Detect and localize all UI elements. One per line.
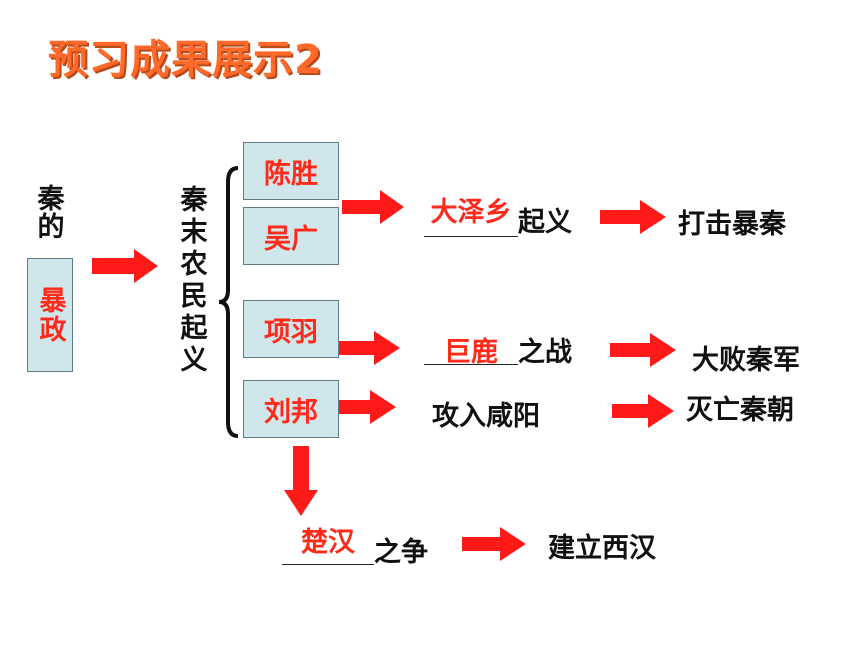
row1-suffix: 起义 bbox=[518, 207, 572, 238]
answer-dazexiang-text: 大泽乡 bbox=[430, 197, 512, 228]
arrow-to-result2 bbox=[610, 333, 676, 367]
row4-result: 建立西汉 bbox=[548, 533, 656, 564]
answer-julu-text: 巨鹿 bbox=[444, 337, 498, 368]
arrow-tyranny-to-uprising bbox=[92, 249, 158, 283]
leader-liu-bang: 刘邦 bbox=[243, 380, 339, 438]
row2-suffix: 之战 bbox=[518, 337, 572, 368]
answer-chuhan: 楚汉 bbox=[282, 522, 374, 565]
row3-result: 灭亡秦朝 bbox=[686, 395, 794, 426]
row1-result: 打击暴秦 bbox=[678, 209, 786, 240]
answer-dazexiang: 大泽乡 bbox=[424, 194, 518, 237]
row3-event: 攻入咸阳 bbox=[432, 401, 540, 432]
arrow-to-julu bbox=[336, 331, 400, 365]
tyranny-box: 暴政 bbox=[27, 258, 73, 372]
uprising-label: 秦末农民起义 bbox=[180, 185, 208, 376]
leader-wu-guang: 吴广 bbox=[243, 207, 339, 265]
arrow-liubang-down bbox=[284, 446, 318, 516]
leader-xiang-yu: 项羽 bbox=[243, 300, 339, 358]
qin-label: 秦的 bbox=[37, 184, 65, 243]
arrow-to-dazexiang bbox=[342, 190, 404, 224]
row4-suffix: 之争 bbox=[374, 537, 428, 568]
arrow-to-result4 bbox=[462, 527, 526, 561]
answer-julu: 巨鹿 bbox=[424, 330, 518, 368]
arrow-to-result1 bbox=[600, 200, 666, 234]
arrow-to-xianyang bbox=[336, 390, 396, 424]
arrow-to-result3 bbox=[612, 394, 674, 428]
answer-chuhan-text: 楚汉 bbox=[301, 527, 355, 558]
curly-bracket bbox=[218, 166, 239, 438]
leader-chen-sheng: 陈胜 bbox=[243, 142, 339, 200]
page-title: 预习成果展示2 bbox=[48, 37, 323, 83]
row2-result: 大败秦军 bbox=[692, 345, 800, 376]
